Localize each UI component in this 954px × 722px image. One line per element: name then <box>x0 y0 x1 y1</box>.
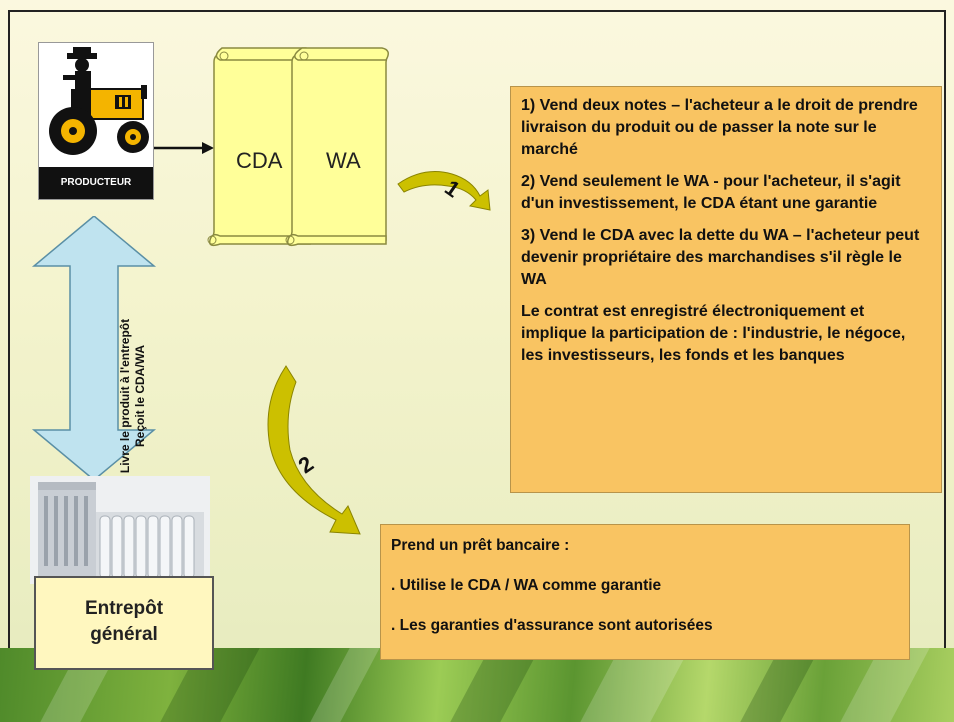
producer-to-notes-arrow <box>154 142 214 154</box>
step1-curved-arrow <box>397 171 491 211</box>
sale-options-box: 1) Vend deux notes – l'acheteur a le dro… <box>510 86 942 493</box>
loan-title: Prend un prêt bancaire : <box>391 537 570 554</box>
bank-loan-box: Prend un prêt bancaire : . Utilise le CD… <box>380 524 910 660</box>
warehouse-label-line2: général <box>90 624 158 645</box>
producer-card: PRODUCTEUR <box>38 42 154 200</box>
loan-line-2: . Les garanties d'assurance sont autoris… <box>391 617 713 634</box>
warehouse-double-arrow <box>31 216 157 480</box>
wa-note-label: WA <box>326 148 361 173</box>
warehouse-silo-image <box>30 476 210 584</box>
notes-scrolls <box>207 47 389 247</box>
tractor-icon <box>41 45 151 165</box>
slide-border-left <box>8 10 10 650</box>
option-2-text: 2) Vend seulement le WA - pour l'acheteu… <box>521 173 901 212</box>
option-3-text: 3) Vend le CDA avec la dette du WA – l'a… <box>521 227 920 288</box>
slide-border-top <box>8 10 946 12</box>
producer-label: PRODUCTEUR <box>39 167 153 199</box>
cda-note-label: CDA <box>236 148 283 173</box>
contract-note-text: Le contrat est enregistré électroniqueme… <box>521 303 906 364</box>
warehouse-label: Entrepôt général <box>34 576 214 670</box>
loan-line-1: . Utilise le CDA / WA comme garantie <box>391 577 662 594</box>
slide-border-right <box>944 10 946 650</box>
option-1-text: 1) Vend deux notes – l'acheteur a le dro… <box>521 97 918 158</box>
step2-curved-arrow <box>267 365 361 535</box>
warehouse-label-line1: Entrepôt <box>84 598 164 619</box>
